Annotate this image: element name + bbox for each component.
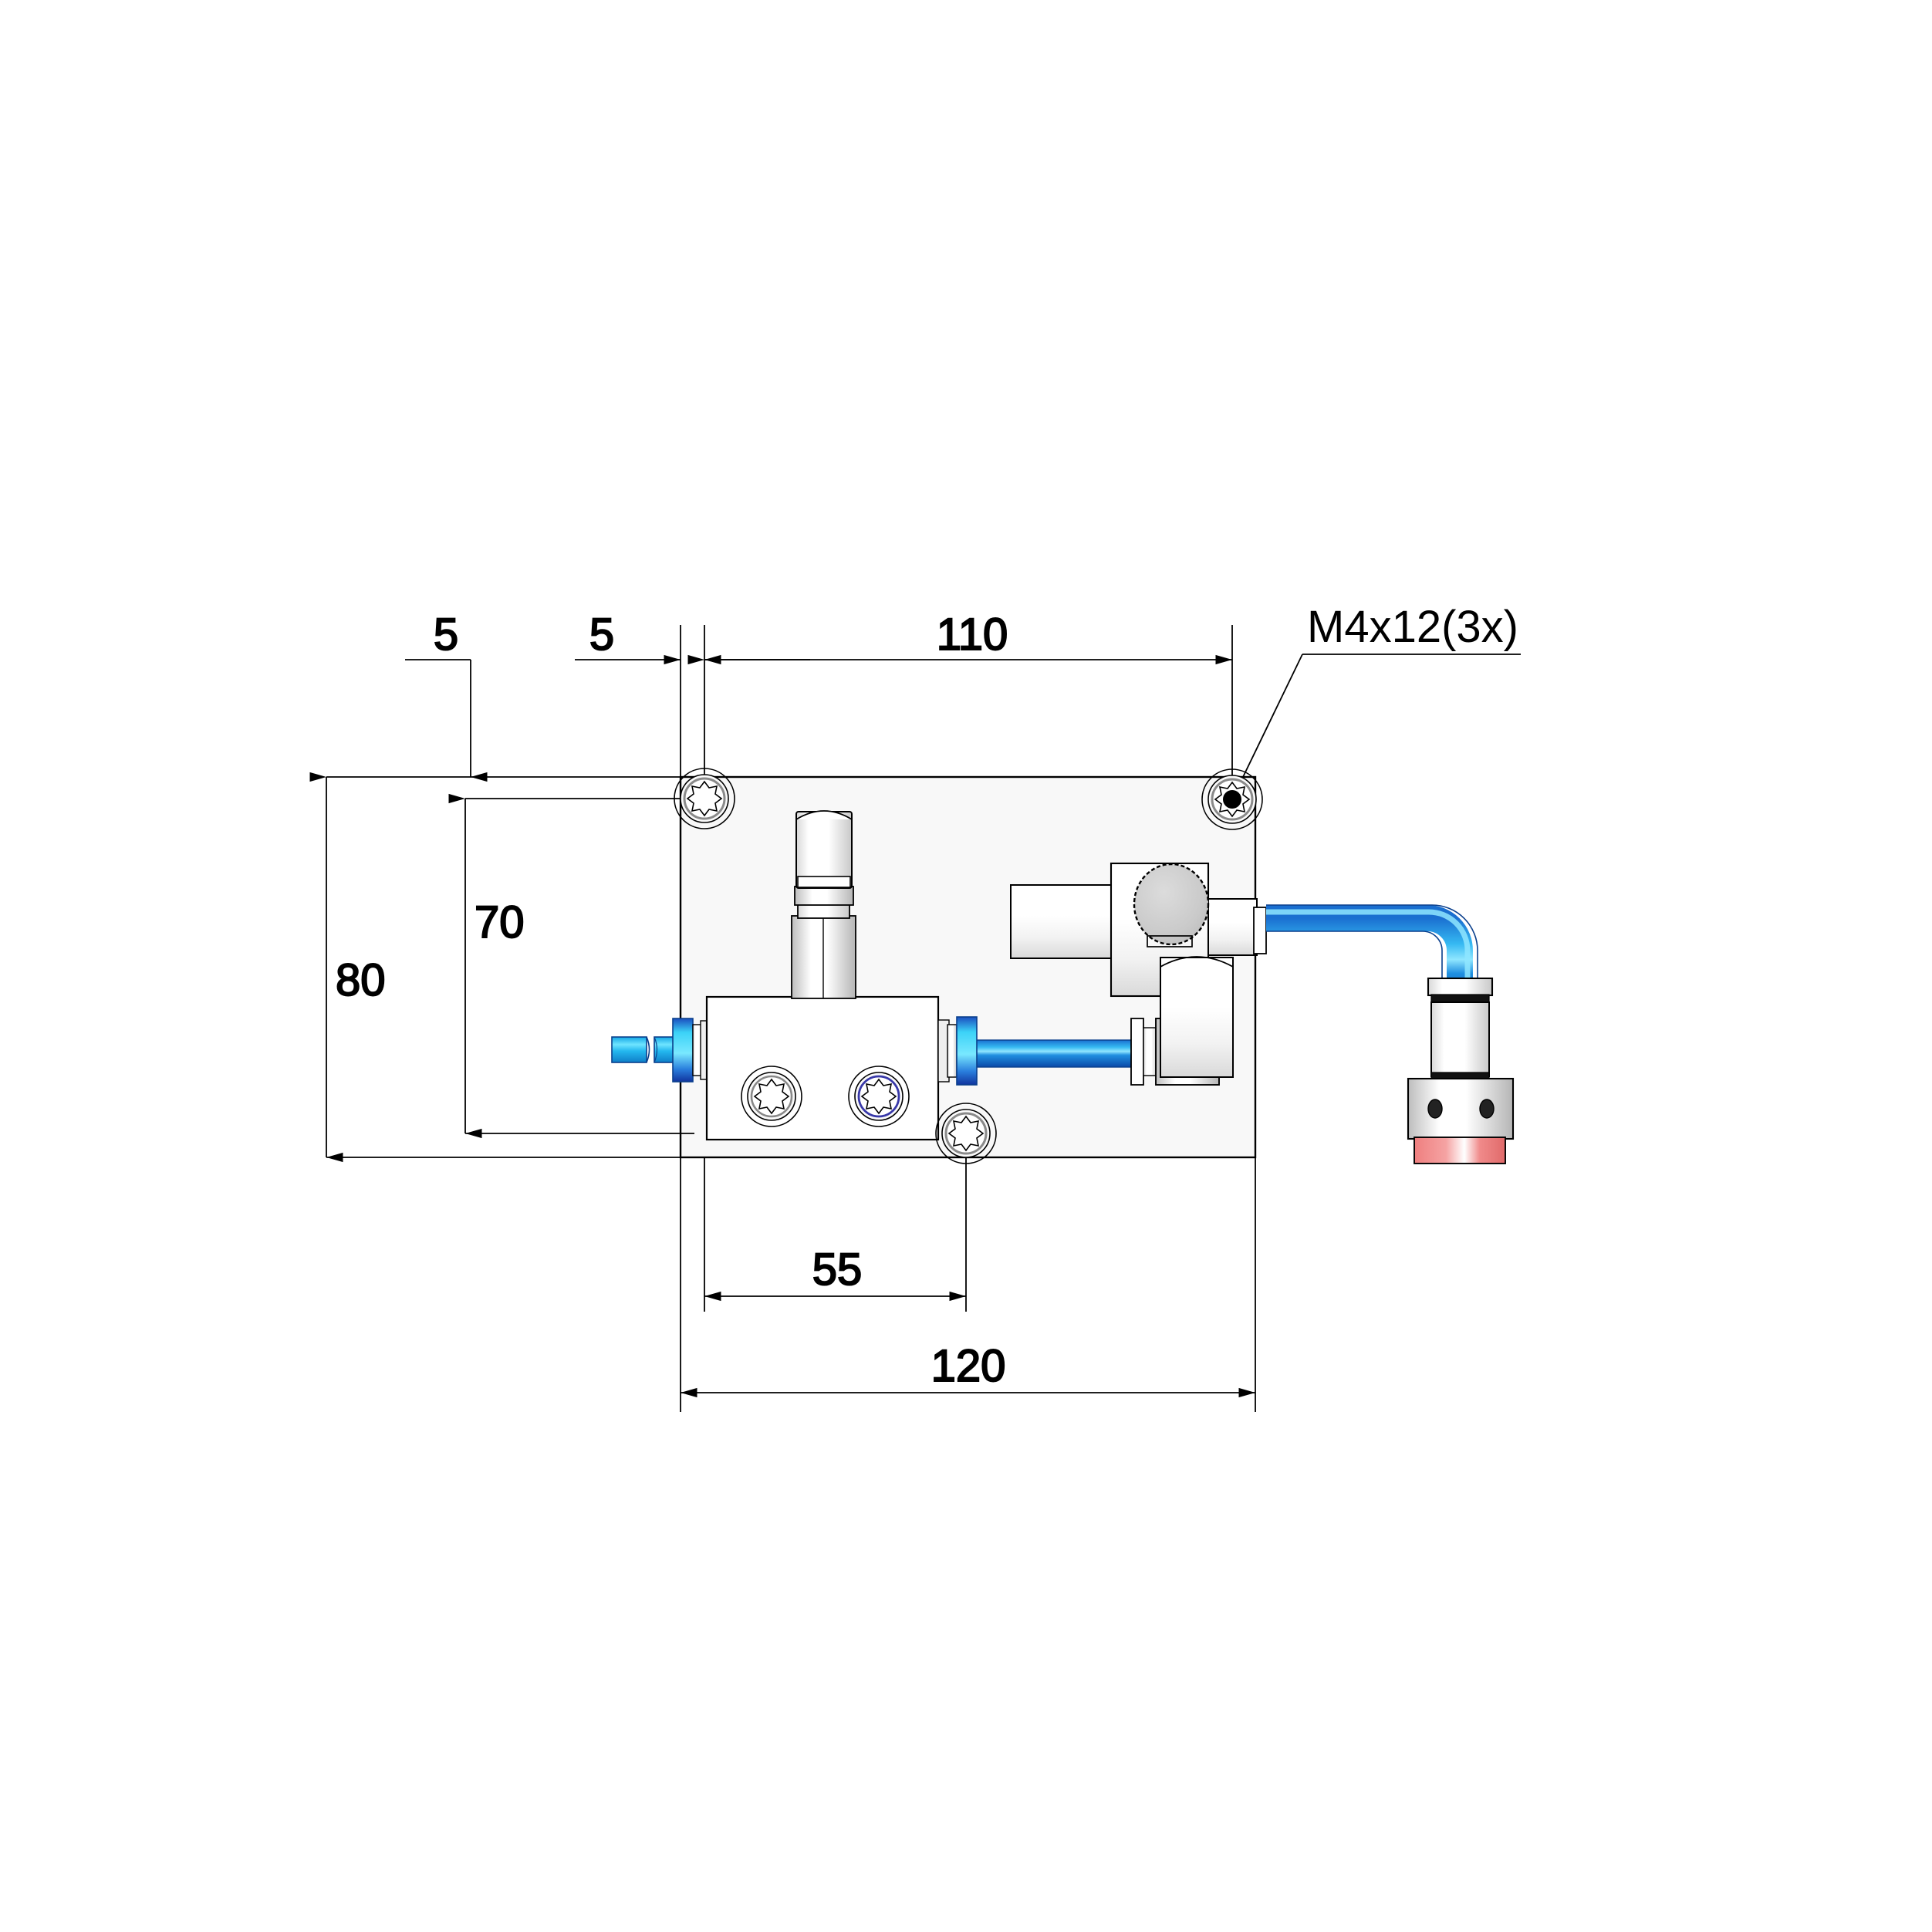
dim-55: 55 — [704, 1244, 966, 1302]
manifold-block — [705, 995, 940, 1141]
dim-70-label: 70 — [475, 897, 525, 947]
dimension-group: 5 5 110 70 80 55 12 — [309, 609, 1521, 1412]
blue-tube-elbow — [1253, 904, 1478, 1018]
screw-bottom — [935, 1103, 997, 1164]
valve-knob — [1133, 863, 1210, 946]
dim-120-label: 120 — [931, 1341, 1006, 1391]
dim-5-top-label: 5 — [589, 610, 614, 660]
note-fasteners-leader — [1231, 654, 1521, 800]
note-fasteners-label: M4x12(3x) — [1307, 602, 1518, 652]
dim-5-left: 5 — [405, 609, 488, 782]
screw-top-right — [1201, 768, 1263, 830]
blue-tube-short — [965, 1039, 1135, 1068]
inlet-stub — [611, 1036, 687, 1063]
screw-top-left — [674, 768, 735, 829]
manifold-outlet-fitting — [937, 1016, 978, 1086]
dim-80-label: 80 — [336, 955, 386, 1005]
quick-connector — [1407, 977, 1515, 1164]
dim-70: 70 — [448, 793, 525, 1139]
valve-body — [1010, 862, 1258, 1078]
dim-55-label: 55 — [812, 1245, 863, 1295]
dim-120: 120 — [681, 1340, 1255, 1398]
dim-110: 110 — [704, 609, 1232, 665]
manifold-screw-left — [741, 1066, 802, 1127]
manifold-screw-right — [848, 1066, 910, 1127]
manifold-inlet-fitting — [672, 1018, 708, 1083]
dim-5-top: 5 — [575, 609, 810, 665]
dim-80: 80 — [309, 772, 387, 1163]
dim-110-label: 110 — [937, 610, 1008, 660]
dim-5-left-label: 5 — [434, 610, 458, 660]
pressure-regulator — [791, 810, 856, 999]
